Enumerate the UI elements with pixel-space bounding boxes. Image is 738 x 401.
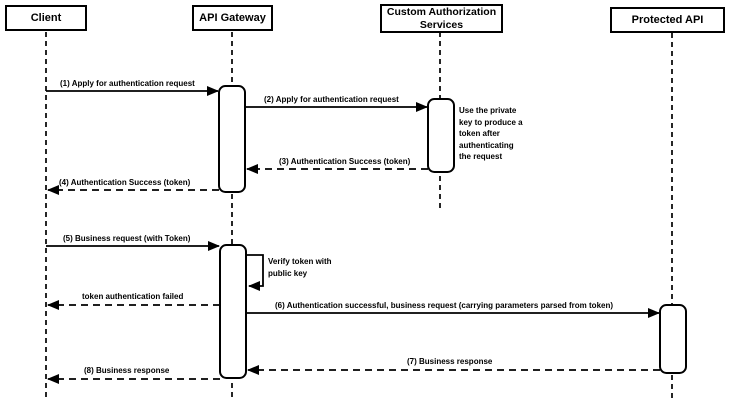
message-label-6: (6) Authentication successful, business … xyxy=(275,301,614,310)
actor-protected-api-label: Protected API xyxy=(631,13,704,26)
message-label-8: (8) Business response xyxy=(84,366,170,375)
activation-bar-api-gateway-2 xyxy=(219,244,247,379)
note-private-key: Use the private key to produce a token a… xyxy=(459,106,523,162)
activation-bar-api-gateway-1 xyxy=(218,85,246,193)
actor-custom-auth-label: Custom Authorization Services xyxy=(386,6,497,31)
actor-api-gateway-label: API Gateway xyxy=(199,11,266,24)
actor-client: Client xyxy=(5,5,87,31)
actor-custom-authorization-services: Custom Authorization Services xyxy=(380,4,503,33)
activation-bar-custom-auth xyxy=(427,98,455,173)
actor-protected-api: Protected API xyxy=(610,7,725,33)
message-label-5: (5) Business request (with Token) xyxy=(63,234,191,243)
arrow-self-message-verify-token xyxy=(246,254,264,291)
message-label-1: (1) Apply for authentication request xyxy=(60,79,195,88)
message-label-4: (4) Authentication Success (token) xyxy=(59,178,191,187)
activation-bar-protected-api xyxy=(659,304,687,374)
self-message-label-verify-token: Verify token with public key xyxy=(268,257,332,278)
message-label-token-failed: token authentication failed xyxy=(82,292,184,301)
message-label-7: (7) Business response xyxy=(407,357,493,366)
message-label-3: (3) Authentication Success (token) xyxy=(279,157,411,166)
message-label-2: (2) Apply for authentication request xyxy=(264,95,399,104)
actor-client-label: Client xyxy=(30,11,62,24)
actor-api-gateway: API Gateway xyxy=(192,5,273,31)
